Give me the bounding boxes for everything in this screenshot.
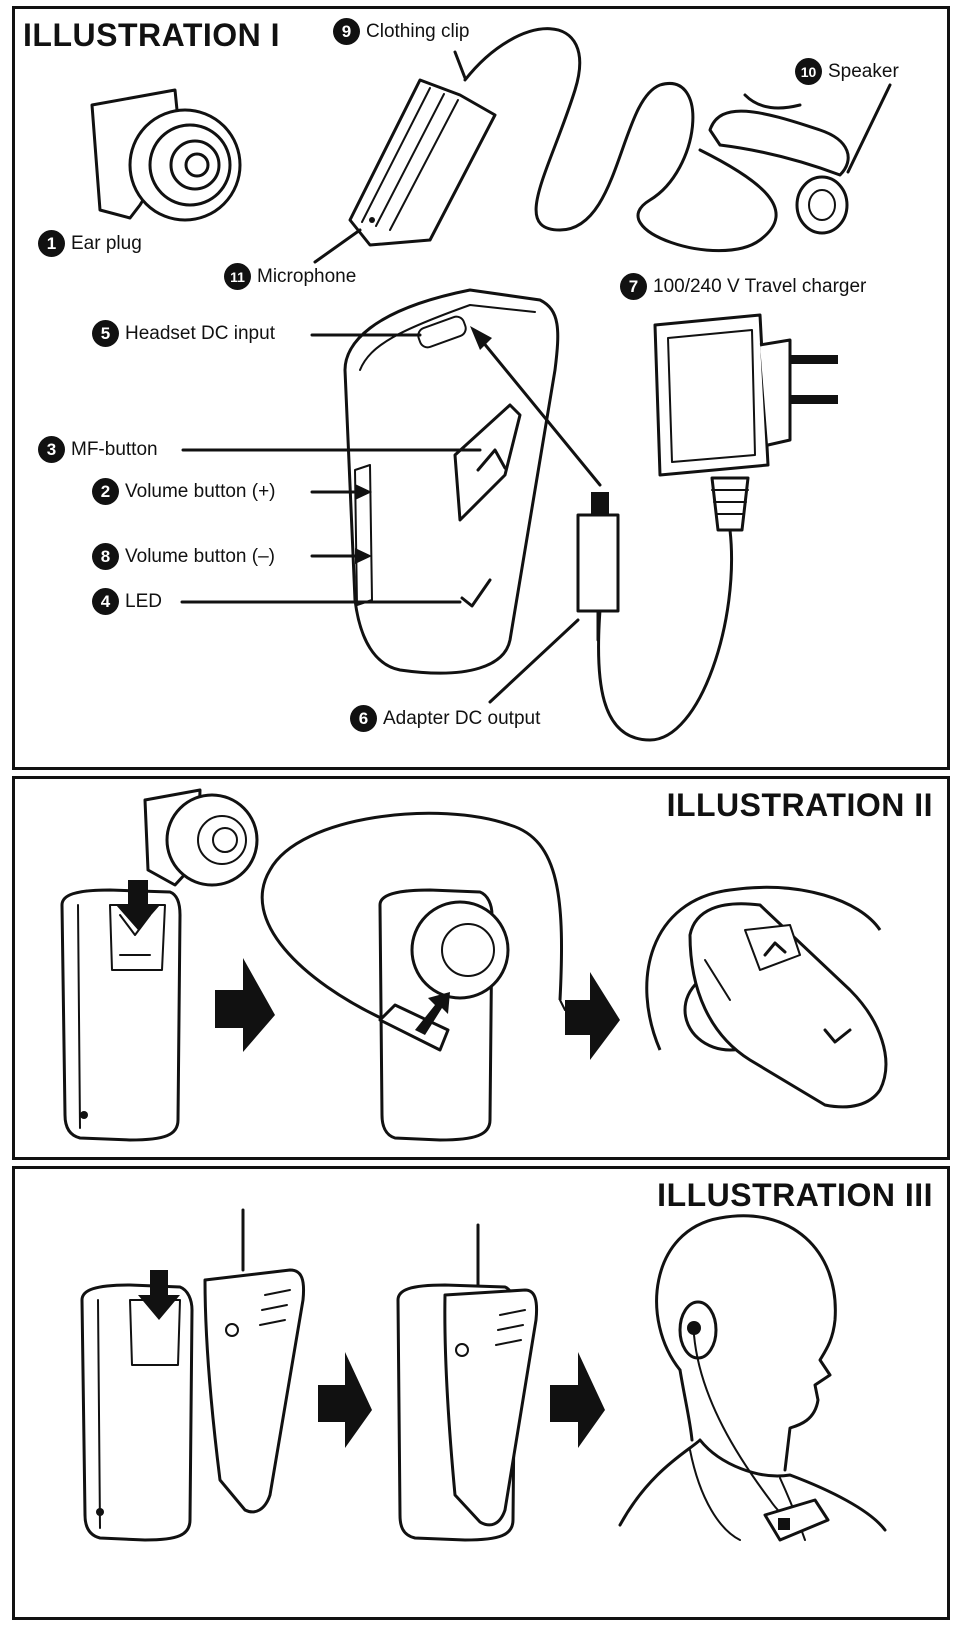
illustration-2-title: ILLUSTRATION II [666, 787, 933, 823]
part-label-4: 4 LED [92, 588, 162, 615]
headset-with-clip-icon [396, 1223, 539, 1542]
arrow-right-icon [565, 972, 620, 1060]
insert-arrow-icon [116, 880, 160, 930]
rotate-arrow-icon [415, 992, 450, 1035]
person-icon [618, 1214, 887, 1542]
part-label-1: 1 Ear plug [38, 230, 142, 257]
speaker-icon [708, 93, 850, 235]
clothing-clip-icon [203, 1208, 306, 1514]
clip-microphone-icon [348, 27, 778, 253]
illustration-1-title: ILLUSTRATION I [23, 17, 281, 53]
part-label-11: 11 Microphone [224, 263, 356, 290]
part-label-7: 7 100/240 V Travel charger [620, 273, 866, 300]
part-label-3: 3 MF-button [38, 436, 158, 463]
headset-back-icon [60, 888, 182, 1142]
headset-assembled-icon [645, 885, 888, 1109]
headset-icon [343, 288, 560, 675]
leader-lines [180, 50, 892, 704]
ear-plug-icon [143, 788, 259, 887]
illustration-3-title: ILLUSTRATION III [657, 1177, 933, 1213]
insert-arrow-icon [138, 1270, 180, 1320]
part-label-10: 10 Speaker [795, 58, 899, 85]
part-label-6: 6 Adapter DC output [350, 705, 540, 732]
part-label-5: 5 Headset DC input [92, 320, 275, 347]
arrow-right-icon [318, 1352, 372, 1448]
part-label-2: 2 Volume button (+) [92, 478, 276, 505]
headset-back-icon [80, 1283, 194, 1542]
travel-charger-icon [597, 313, 838, 742]
part-label-8: 8 Volume button (–) [92, 543, 275, 570]
arrow-right-icon [550, 1352, 605, 1448]
ear-plug-icon [90, 88, 242, 222]
arrow-right-icon [215, 958, 275, 1052]
dc-adapter-plug-icon [576, 492, 620, 642]
part-label-9: 9 Clothing clip [333, 18, 470, 45]
